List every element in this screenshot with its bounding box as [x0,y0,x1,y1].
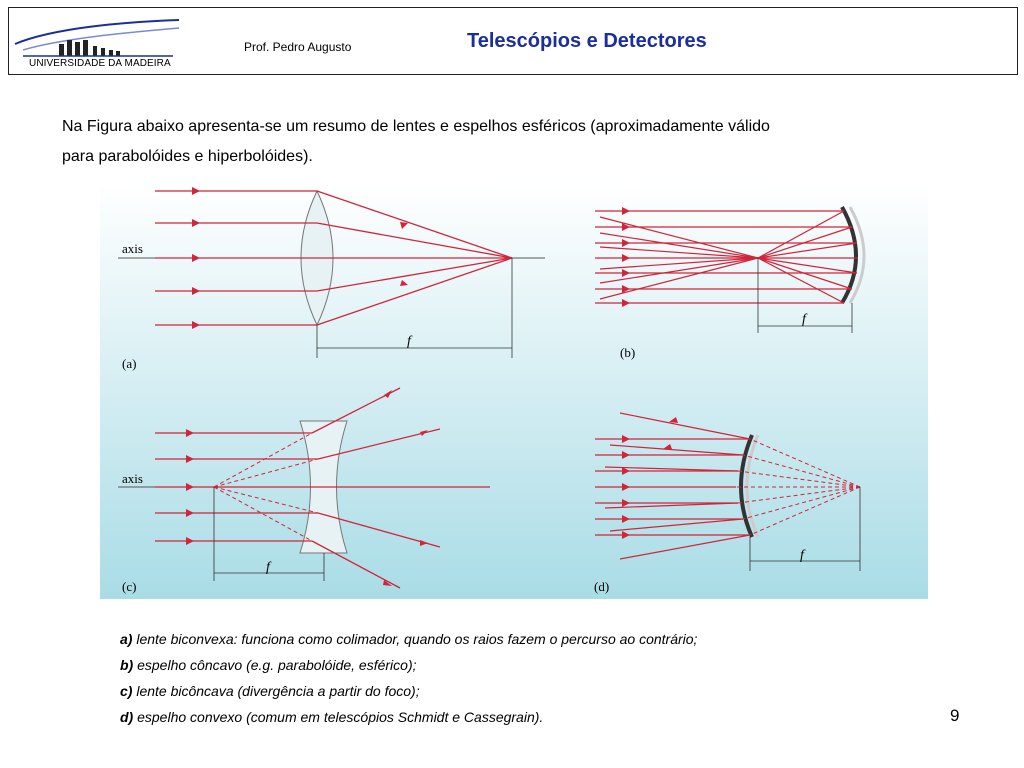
panel-label-b: (b) [620,345,635,360]
panel-label-a: (a) [122,356,136,371]
lens-mirror-figure: axis f (a) [100,183,928,599]
caption-letter: d) [120,709,134,725]
panel-label-c: (c) [122,579,136,594]
caption-a: a) lente biconvexa: funciona como colima… [120,626,697,652]
arrowheads-b [622,207,630,307]
rays-c [155,387,490,589]
rays-a [155,190,513,326]
panel-b-concave-mirror: f (b) [595,206,866,360]
slide-header: UNIVERSIDADE DA MADEIRA Prof. Pedro Augu… [8,7,1018,75]
university-logo [14,19,180,57]
panel-d-convex-mirror: f (d) [594,412,861,594]
author-name: Prof. Pedro Augusto [244,40,352,54]
slide-title: Telescópios e Detectores [467,30,707,52]
figure-background [100,183,928,599]
focal-label-d: f [800,548,806,563]
rays-d [595,412,751,560]
axis-label-a: axis [122,241,143,256]
caption-text: lente biconvexa: funciona como colimador… [132,631,698,647]
arrowheads-d [622,417,678,539]
page-number: 9 [950,706,960,725]
figure-captions: a) lente biconvexa: funciona como colima… [120,626,697,730]
focal-label-c: f [266,560,272,575]
virtual-rays-d [736,438,861,536]
panel-a-biconvex-lens: axis f (a) [118,187,545,371]
caption-letter: a) [120,631,133,647]
caption-d: d) espelho convexo (comum em telescópios… [120,704,697,730]
intro-paragraph: Na Figura abaixo apresenta-se um resumo … [62,112,962,172]
axis-label-c: axis [122,471,143,486]
caption-text: espelho convexo (comum em telescópios Sc… [133,709,544,725]
caption-text: espelho côncavo (e.g. parabolóide, esfér… [133,657,417,673]
focal-label-b: f [802,312,808,327]
caption-text: lente bicôncava (divergência a partir do… [132,683,420,699]
caption-b: b) espelho côncavo (e.g. parabolóide, es… [120,652,697,678]
intro-line-2: para parabolóides e hiperbolóides). [62,148,313,165]
panel-label-d: (d) [594,579,609,594]
virtual-rays-c [213,432,319,542]
caption-letter: c) [120,683,133,699]
intro-line-1: Na Figura abaixo apresenta-se um resumo … [62,118,770,135]
concave-mirror [840,206,858,305]
convex-mirror [739,434,754,538]
panel-c-biconcave-lens: axis f (c) [118,387,490,594]
rays-b [595,210,858,304]
caption-letter: b) [120,657,134,673]
arrowheads-a [192,187,408,329]
caption-c: c) lente bicôncava (divergência a partir… [120,678,697,704]
arrowheads-c [186,390,428,586]
focal-label-a: f [407,334,413,349]
logo-text: UNIVERSIDADE DA MADEIRA [29,58,171,69]
